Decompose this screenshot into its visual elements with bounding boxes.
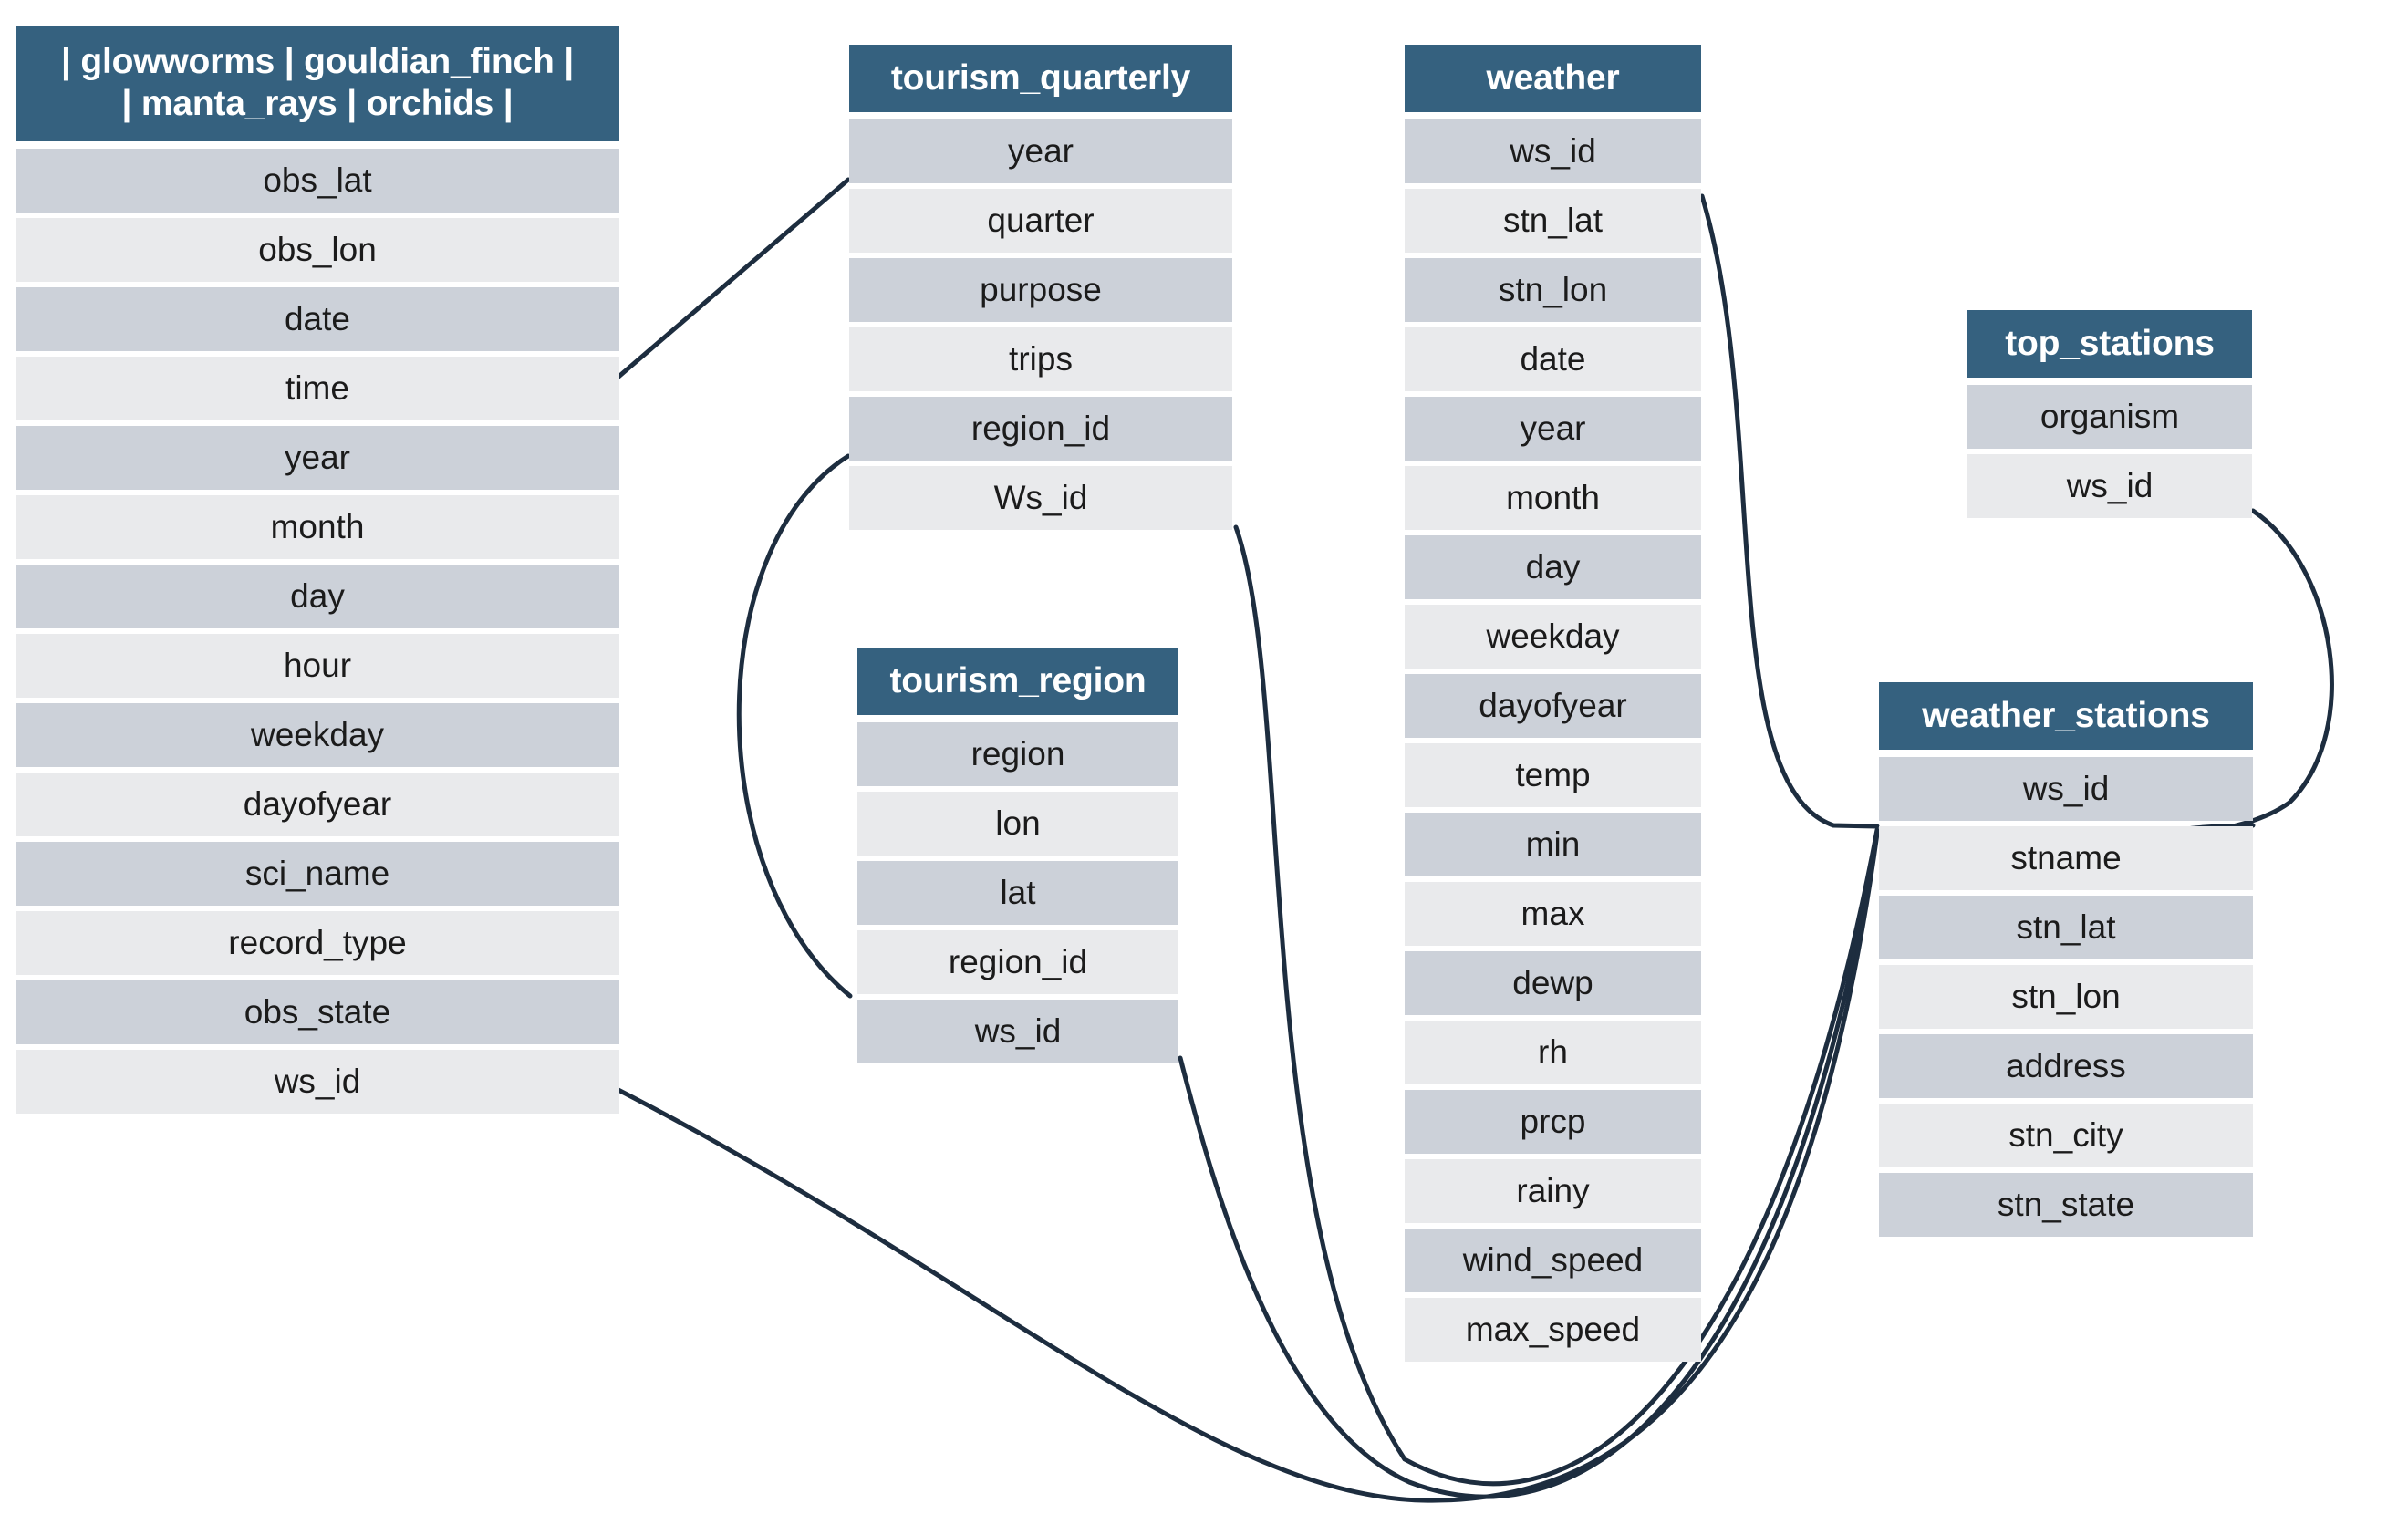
entity-title-top_stations: top_stations [1967, 310, 2252, 378]
entity-field[interactable]: weekday [16, 703, 619, 768]
entity-field[interactable]: sci_name [16, 842, 619, 907]
entity-field[interactable]: ws_id [1967, 454, 2252, 519]
entity-field[interactable]: prcp [1405, 1090, 1701, 1155]
entity-field[interactable]: stn_lon [1405, 258, 1701, 323]
edge-weather-ws-id-to-weather-stations-ws-id [1699, 193, 1880, 829]
entity-title-weather: weather [1405, 45, 1701, 113]
entity-field[interactable]: stn_lon [1879, 965, 2253, 1030]
entity-field[interactable]: region_id [857, 930, 1178, 995]
entity-field[interactable]: ws_id [1405, 119, 1701, 184]
entity-title-tourism_quarterly: tourism_quarterly [849, 45, 1232, 113]
entity-field[interactable]: stn_state [1879, 1173, 2253, 1238]
entity-field[interactable]: time [16, 357, 619, 421]
entity-field[interactable]: obs_lon [16, 218, 619, 283]
entity-title-line: | glowworms | gouldian_finch | [61, 42, 574, 81]
entity-title-line: weather [1486, 58, 1620, 98]
entity-field[interactable]: rh [1405, 1021, 1701, 1085]
entity-field[interactable]: lat [857, 861, 1178, 926]
entity-field[interactable]: record_type [16, 911, 619, 976]
entity-title-weather_stations: weather_stations [1879, 682, 2253, 751]
entity-field[interactable]: ws_id [16, 1050, 619, 1115]
entity-title-tourism_region: tourism_region [857, 648, 1178, 716]
entity-field[interactable]: date [16, 287, 619, 352]
entity-field[interactable]: ws_id [857, 1000, 1178, 1064]
entity-title-organisms: | glowworms | gouldian_finch || manta_ra… [16, 26, 619, 142]
entity-field[interactable]: wind_speed [1405, 1229, 1701, 1293]
entity-organisms[interactable]: | glowworms | gouldian_finch || manta_ra… [16, 26, 619, 1115]
entity-field[interactable]: ws_id [1879, 757, 2253, 822]
entity-field[interactable]: max_speed [1405, 1298, 1701, 1363]
entity-field[interactable]: stname [1879, 826, 2253, 891]
entity-field[interactable]: region [857, 722, 1178, 787]
entity-field[interactable]: year [16, 426, 619, 491]
entity-title-line: tourism_quarterly [890, 58, 1191, 98]
entity-title-line: top_stations [2005, 324, 2215, 363]
entity-field[interactable]: month [1405, 466, 1701, 531]
edge-organisms-time-to-tourism-quarterly-year [608, 177, 851, 386]
entity-field[interactable]: max [1405, 882, 1701, 947]
entity-field[interactable]: year [849, 119, 1232, 184]
entity-field[interactable]: Ws_id [849, 466, 1232, 531]
entity-title-line: tourism_region [889, 661, 1147, 700]
entity-field[interactable]: obs_lat [16, 149, 619, 213]
entity-field[interactable]: temp [1405, 743, 1701, 808]
entity-field[interactable]: day [16, 565, 619, 629]
entity-field[interactable]: day [1405, 535, 1701, 600]
entity-field[interactable]: hour [16, 634, 619, 699]
entity-field[interactable]: quarter [849, 189, 1232, 254]
entity-field[interactable]: weekday [1405, 605, 1701, 669]
entity-field[interactable]: rainy [1405, 1159, 1701, 1224]
entity-field[interactable]: dayofyear [16, 773, 619, 837]
entity-field[interactable]: purpose [849, 258, 1232, 323]
entity-field[interactable]: lon [857, 792, 1178, 856]
entity-field[interactable]: address [1879, 1034, 2253, 1099]
entity-field[interactable]: stn_lat [1879, 896, 2253, 960]
entity-field[interactable]: trips [849, 327, 1232, 392]
entity-title-line: weather_stations [1922, 696, 2210, 735]
entity-field[interactable]: date [1405, 327, 1701, 392]
entity-field[interactable]: month [16, 495, 619, 560]
entity-title-line: | manta_rays | orchids | [121, 84, 514, 124]
entity-field[interactable]: dewp [1405, 951, 1701, 1016]
edge-tourism-quarterly-region-id-to-tourism-region-region-id [736, 453, 853, 999]
entity-field[interactable]: region_id [849, 397, 1232, 461]
entity-field[interactable]: stn_city [1879, 1104, 2253, 1168]
entity-field[interactable]: organism [1967, 385, 2252, 450]
entity-field[interactable]: stn_lat [1405, 189, 1701, 254]
entity-field[interactable]: obs_state [16, 980, 619, 1045]
entity-field[interactable]: min [1405, 813, 1701, 877]
entity-field[interactable]: dayofyear [1405, 674, 1701, 739]
entity-field[interactable]: year [1405, 397, 1701, 461]
